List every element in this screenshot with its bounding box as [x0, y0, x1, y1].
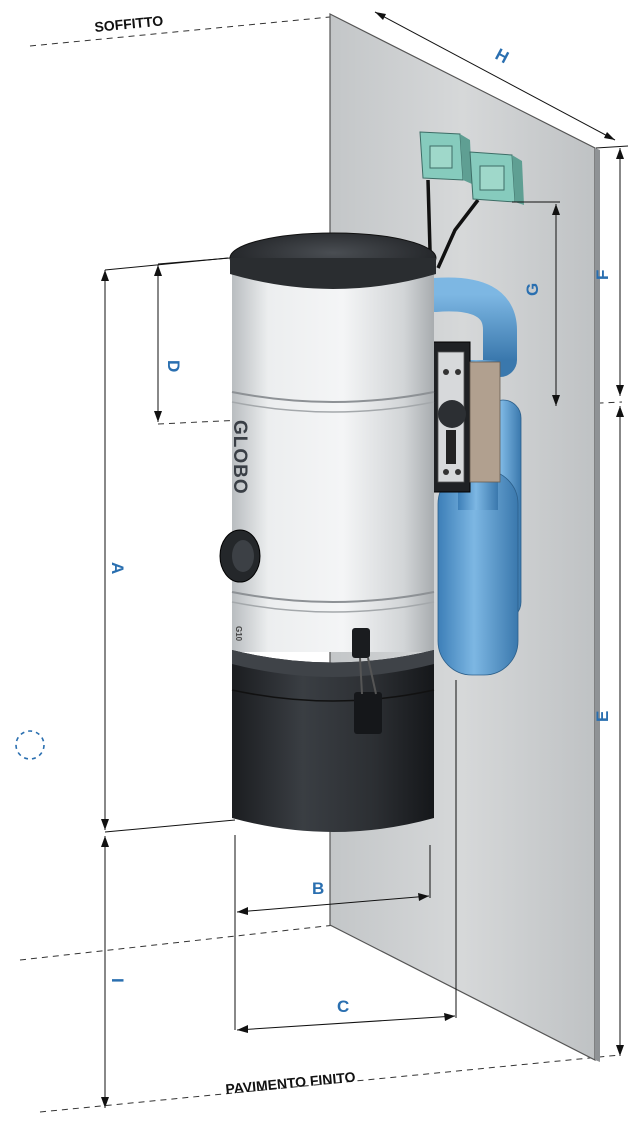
dimension-lines: [101, 11, 629, 1108]
dim-label-h: H: [492, 45, 512, 68]
wall-bracket: [431, 341, 501, 493]
exhaust-pipes: [418, 277, 522, 676]
brand-logo: GLOBO: [229, 420, 250, 495]
dim-label-f: F: [593, 270, 612, 280]
collector-latch: [352, 628, 382, 734]
dashed-circle-marker: [15, 730, 45, 760]
dim-b-line: [236, 895, 430, 913]
dim-label-b: B: [312, 879, 324, 898]
dim-label-d: D: [164, 360, 183, 372]
dim-h-line: [374, 11, 616, 141]
model-label: G10: [234, 626, 243, 642]
ceiling-label: SOFFITTO: [94, 12, 164, 35]
electrical-outlet-boxes: [419, 131, 524, 273]
dim-label-a: A: [108, 562, 127, 574]
outlet-box-left: [419, 131, 472, 184]
dim-label-c: C: [337, 997, 349, 1016]
floor-line-back: [19, 924, 336, 961]
ceiling-line: [29, 16, 331, 47]
dim-label-g: G: [523, 283, 542, 296]
floor-line-front: [39, 1054, 621, 1113]
dim-c-line: [236, 1015, 456, 1031]
floor-label: PAVIMENTO FINITO: [225, 1069, 356, 1097]
dim-label-i: I: [108, 978, 127, 983]
outlet-box-right: [469, 151, 524, 205]
dim-label-e: E: [593, 711, 612, 722]
side-inlet-port: [219, 529, 261, 583]
central-vacuum-unit: GLOBO G10: [219, 232, 437, 832]
